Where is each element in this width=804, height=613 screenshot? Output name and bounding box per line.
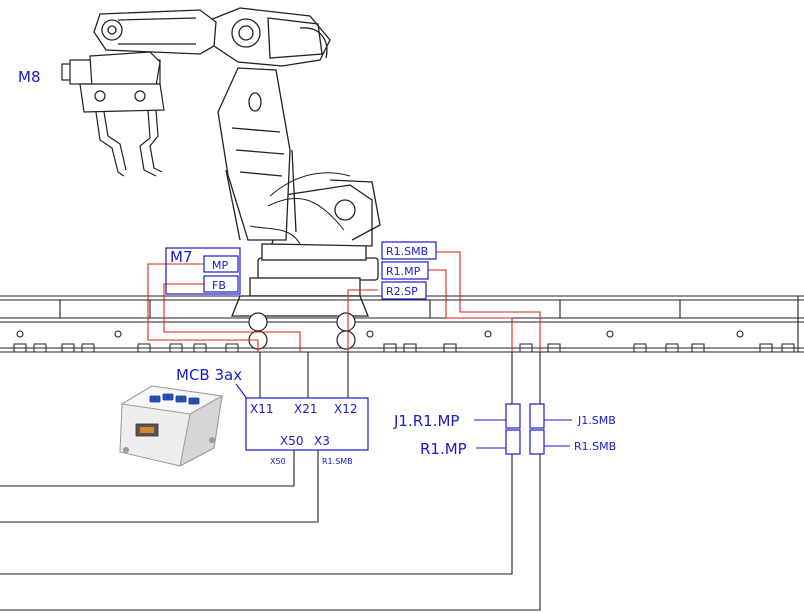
mcb-3ax-box: MCB 3ax X11 X21 X12 X50 X3 X50 R1.SMB [176, 352, 369, 466]
mcb-x11-label: X11 [250, 402, 274, 416]
r1-connector-group: R1.SMB R1.MP R2.SP [381, 241, 437, 300]
track-rail [0, 295, 804, 353]
mcb-enclosure-icon [119, 385, 224, 467]
r1-smb-plug-label: R1.SMB [574, 440, 616, 453]
r1-smb-plug [529, 429, 545, 455]
m7-fb-box [203, 275, 239, 293]
r1-mp-label: R1.MP [386, 265, 421, 278]
m7-box [165, 247, 241, 295]
mcb-r1smb-small-label: R1.SMB [322, 457, 353, 466]
mcb-x12-label: X12 [334, 402, 358, 416]
r1-smb-box [381, 241, 437, 260]
j1-r1-mp-label: J1.R1.MP [393, 412, 459, 430]
m7-fb-label: FB [212, 279, 226, 292]
mcb-box [245, 397, 369, 451]
motor-cables [147, 251, 541, 352]
r2-sp-label: R2.SP [386, 285, 418, 298]
mcb-x50-label: X50 [280, 434, 304, 448]
m7-connector-group: M7 MP FB [165, 247, 241, 295]
r1-mp-box [381, 261, 429, 280]
gripper-tool-icon [61, 51, 165, 177]
mcb-x50-small-label: X50 [270, 457, 286, 466]
j1-smb-plug [529, 403, 545, 429]
m7-title: M7 [170, 248, 193, 266]
m7-mp-label: MP [212, 259, 228, 272]
rail-connectors: J1.R1.MP R1.MP J1.SMB R1.SMB [393, 352, 616, 458]
j1-r1-mp-plug [505, 403, 521, 429]
r1-mp-plug-label: R1.MP [420, 440, 467, 458]
r1-mp-plug [505, 429, 521, 455]
controller-cables [0, 450, 541, 611]
mcb-x21-label: X21 [294, 402, 318, 416]
j1-smb-label: J1.SMB [577, 414, 616, 427]
r2-sp-box [381, 281, 427, 300]
industrial-robot-icon [93, 7, 381, 317]
r1-smb-label: R1.SMB [386, 245, 428, 258]
mcb-title: MCB 3ax [176, 366, 242, 384]
mcb-x3-label: X3 [314, 434, 330, 448]
m7-mp-box [203, 255, 239, 273]
m8-label: M8 [18, 68, 41, 86]
